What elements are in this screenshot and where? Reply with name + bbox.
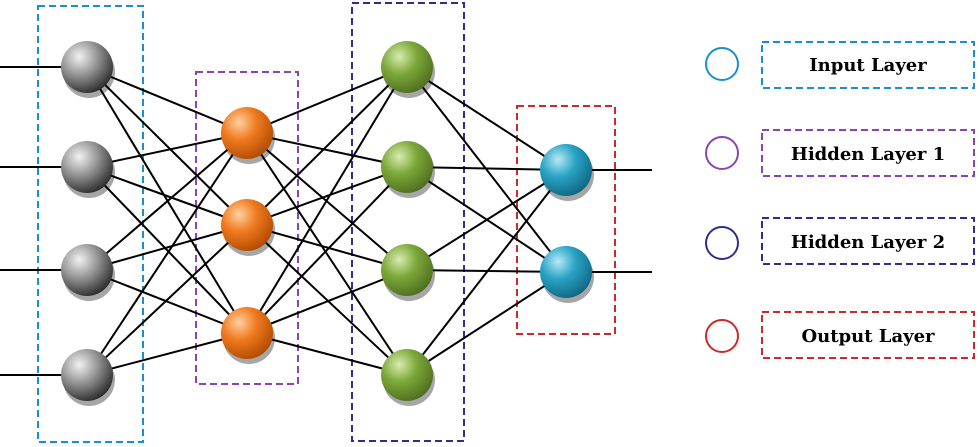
input-node-4 xyxy=(61,349,113,401)
hidden2-node-2 xyxy=(381,141,433,193)
connection-line xyxy=(86,132,248,376)
legend-box-hidden-2 xyxy=(761,217,975,265)
hidden2-node-3 xyxy=(381,244,433,296)
legend-box-hidden-1 xyxy=(761,129,975,177)
connection-line xyxy=(86,166,248,334)
connection-line xyxy=(246,132,408,376)
connection-line xyxy=(406,169,567,271)
connection-line xyxy=(246,66,408,134)
connection-line xyxy=(86,269,248,334)
legend: Input Layer Hidden Layer 1 Hidden Layer … xyxy=(705,41,975,359)
connection-line xyxy=(246,332,408,376)
connection-line xyxy=(246,66,408,226)
legend-circle-output xyxy=(705,319,739,353)
connection-line xyxy=(86,66,248,334)
connection-line xyxy=(86,166,248,226)
input-node-1 xyxy=(61,41,113,93)
output-node-1 xyxy=(540,144,592,196)
connection-line xyxy=(246,66,408,334)
connection-line xyxy=(246,166,408,334)
hidden1-node-2 xyxy=(221,199,273,251)
legend-item-hidden-1: Hidden Layer 1 xyxy=(705,129,975,177)
output-node-2 xyxy=(540,246,592,298)
connection-line xyxy=(86,132,248,168)
connection-line xyxy=(86,224,248,376)
connections xyxy=(0,66,652,376)
legend-item-hidden-2: Hidden Layer 2 xyxy=(705,217,975,265)
legend-circle-input xyxy=(705,47,739,81)
hidden-layer-1-box xyxy=(195,71,299,385)
connection-line xyxy=(86,224,248,271)
connection-line xyxy=(406,66,567,171)
hidden1-node-3 xyxy=(221,307,273,359)
connection-line xyxy=(86,66,248,226)
connection-line xyxy=(86,332,248,376)
connection-line xyxy=(406,169,567,376)
connection-line xyxy=(246,224,408,376)
connection-line xyxy=(86,132,248,271)
legend-label-hidden-2: Hidden Layer 2 xyxy=(791,232,945,253)
legend-circle-hidden-2 xyxy=(705,226,739,260)
legend-item-output: Output Layer xyxy=(705,311,975,359)
connection-line xyxy=(246,269,408,334)
hidden1-node-1 xyxy=(221,107,273,159)
legend-circle-hidden-1 xyxy=(705,136,739,170)
legend-label-hidden-1: Hidden Layer 1 xyxy=(791,144,945,165)
legend-box-output xyxy=(761,311,975,359)
nodes xyxy=(61,41,594,406)
connection-line xyxy=(246,224,408,271)
connection-line xyxy=(246,166,408,226)
connection-line xyxy=(406,271,567,376)
legend-item-input: Input Layer xyxy=(705,41,975,89)
legend-label-input: Input Layer xyxy=(809,55,927,76)
connection-line xyxy=(406,166,567,171)
legend-label-output: Output Layer xyxy=(801,326,935,347)
legend-box-input xyxy=(761,41,975,89)
hidden2-node-4 xyxy=(381,349,433,401)
connection-line xyxy=(246,132,408,168)
connection-line xyxy=(86,66,248,134)
hidden2-node-1 xyxy=(381,41,433,93)
output-layer-box xyxy=(516,105,616,335)
input-node-3 xyxy=(61,244,113,296)
input-node-2 xyxy=(61,141,113,193)
